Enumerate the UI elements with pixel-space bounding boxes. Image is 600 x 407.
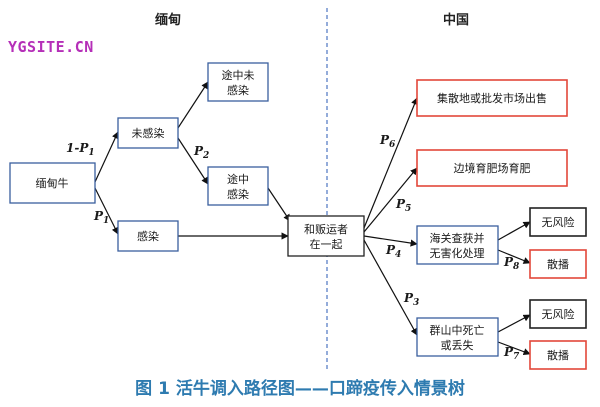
node-transit-infected-line2: 感染 [227,187,249,201]
node-no-risk-2-label: 无风险 [542,307,575,321]
node-no-risk-1-label: 无风险 [542,215,575,229]
node-myanmar-cattle: 缅甸牛 [9,162,96,204]
edge-smugglers-to-customs [363,235,418,247]
prob-label-p7: P7 [503,345,520,362]
prob-label-p6: P6 [379,133,396,150]
prob-label-p2: P2 [193,144,209,161]
node-market-sale: 集散地或批发市场出售 [416,79,568,117]
node-infected-label: 感染 [137,229,159,243]
node-with-smugglers-line1: 和贩运者 [304,223,348,236]
prob-label-p3: P3 [403,291,419,308]
region-label-myanmar: 缅甸 [155,12,181,28]
node-no-risk-2: 无风险 [529,299,587,329]
node-not-infected-label: 未感染 [132,126,165,140]
node-died-in-mountains-line1: 群山中死亡 [430,323,485,337]
node-market-sale-label: 集散地或批发市场出售 [437,91,547,105]
edge-transit-infected-to-smugglers [267,187,291,222]
edge-not-infected-to-transit-infected [177,137,209,185]
node-transit-not-infected-line2: 感染 [227,83,249,97]
region-label-china: 中国 [443,12,469,28]
watermark-text: YGSITE.CN [8,38,94,56]
node-not-infected: 未感染 [117,117,179,149]
node-spread-2: 散播 [529,340,587,370]
node-no-risk-1: 无风险 [529,207,587,237]
edge-not-infected-to-transit-not-infected [177,81,209,129]
node-customs-seized: 海关查获并 无害化处理 [416,225,499,265]
node-died-in-mountains-line2: 或丢失 [441,339,474,352]
edge-smugglers-to-mountains [363,239,418,336]
node-transit-not-infected-line1: 途中未 [222,68,255,82]
prob-label-p5: P5 [395,197,411,214]
node-with-smugglers: 和贩运者 在一起 [287,215,365,257]
node-border-fattening-label: 边境育肥场育肥 [454,161,531,175]
edge-mountains-to-spread [497,341,531,356]
node-transit-infected-line1: 途中 [227,172,249,186]
edge-cattle-to-not-infected [94,131,119,183]
node-border-fattening: 边境育肥场育肥 [416,149,568,187]
node-infected: 感染 [117,220,179,252]
edge-mountains-to-no-risk [497,314,531,333]
node-customs-seized-line2: 无害化处理 [430,246,485,260]
node-spread-1-label: 散播 [547,257,569,271]
edge-cattle-to-infected [94,187,119,235]
branch-connectors [94,81,531,356]
node-spread-2-label: 散播 [547,348,569,362]
node-transit-infected: 途中 感染 [207,166,269,206]
edge-smugglers-to-market [363,97,418,229]
node-died-in-mountains: 群山中死亡 或丢失 [416,317,499,357]
node-myanmar-cattle-label: 缅甸牛 [36,176,69,190]
node-customs-seized-line1: 海关查获并 [430,231,485,245]
edge-smugglers-to-fattening [363,167,418,233]
edge-customs-to-spread [497,249,531,264]
node-transit-not-infected: 途中未 感染 [207,62,269,102]
prob-label-p8: P8 [503,255,520,272]
figure-caption: 图 1 活牛调入路径图——口蹄疫传入情景树 [135,378,465,399]
prob-label-one-minus-p1: 1-P1 [66,141,95,158]
prob-label-p1: P1 [93,209,109,226]
edge-customs-to-no-risk [497,221,531,241]
node-with-smugglers-line2: 在一起 [310,238,343,251]
prob-label-p4: P4 [385,243,401,260]
node-spread-1: 散播 [529,249,587,279]
